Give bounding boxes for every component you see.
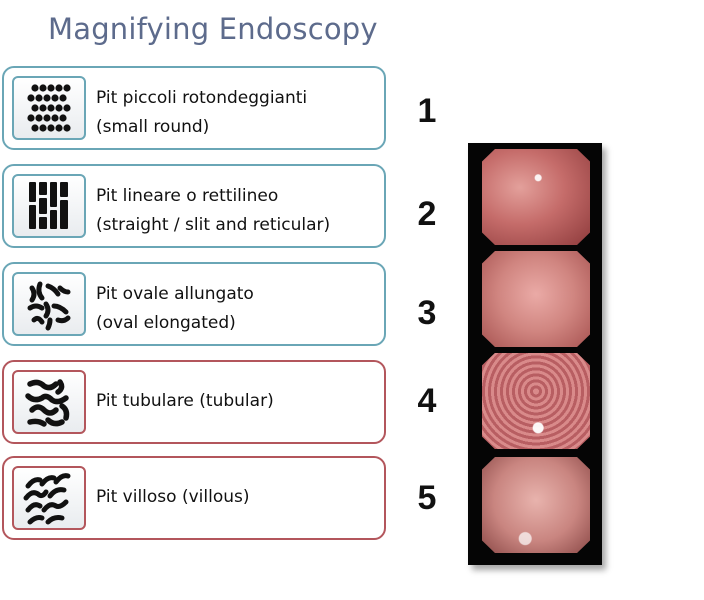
villous-pit-icon bbox=[12, 466, 86, 530]
pattern-number-4: 4 bbox=[417, 382, 437, 420]
pit-pattern-name-1: Pit piccoli rotondeggianti bbox=[96, 88, 308, 108]
pattern-number-3: 3 bbox=[417, 294, 437, 332]
pit-pattern-label-4: Pit tubulare (tubular) bbox=[96, 387, 274, 416]
pit-pattern-row-1: Pit piccoli rotondeggianti (small round) bbox=[2, 66, 386, 150]
tubular-pit-icon bbox=[12, 370, 86, 434]
pit-pattern-name-4: Pit tubulare (tubular) bbox=[96, 391, 274, 411]
pit-pattern-row-5: Pit villoso (villous) bbox=[2, 456, 386, 540]
small-round-pit-icon bbox=[12, 76, 86, 140]
endoscopy-image-4 bbox=[482, 353, 590, 449]
pit-pattern-english-3: (oval elongated) bbox=[96, 313, 236, 333]
pattern-number-1: 1 bbox=[417, 92, 437, 130]
pit-pattern-english-1: (small round) bbox=[96, 117, 210, 137]
straight-pit-icon bbox=[12, 174, 86, 238]
pit-pattern-row-2: Pit lineare o rettilineo (straight / sli… bbox=[2, 164, 386, 248]
endoscopy-image-strip bbox=[468, 143, 602, 565]
pit-pattern-row-4: Pit tubulare (tubular) bbox=[2, 360, 386, 444]
endoscopy-image-2 bbox=[482, 251, 590, 347]
pit-pattern-english-2: (straight / slit and reticular) bbox=[96, 215, 331, 235]
pit-pattern-label-2: Pit lineare o rettilineo (straight / sli… bbox=[96, 182, 330, 240]
pit-pattern-name-5: Pit villoso (villous) bbox=[96, 487, 250, 507]
pattern-number-2: 2 bbox=[417, 195, 437, 233]
pit-pattern-name-2: Pit lineare o rettilineo bbox=[96, 186, 279, 206]
pit-pattern-label-3: Pit ovale allungato (oval elongated) bbox=[96, 280, 254, 338]
pattern-number-5: 5 bbox=[417, 479, 437, 517]
pit-pattern-label-1: Pit piccoli rotondeggianti (small round) bbox=[96, 84, 307, 142]
page-title: Magnifying Endoscopy bbox=[48, 12, 378, 46]
pit-pattern-row-3: Pit ovale allungato (oval elongated) bbox=[2, 262, 386, 346]
pit-pattern-name-3: Pit ovale allungato bbox=[96, 284, 254, 304]
oval-elongated-pit-icon bbox=[12, 272, 86, 336]
endoscopy-image-5 bbox=[482, 457, 590, 553]
pit-pattern-label-5: Pit villoso (villous) bbox=[96, 483, 250, 512]
endoscopy-image-1 bbox=[482, 149, 590, 245]
